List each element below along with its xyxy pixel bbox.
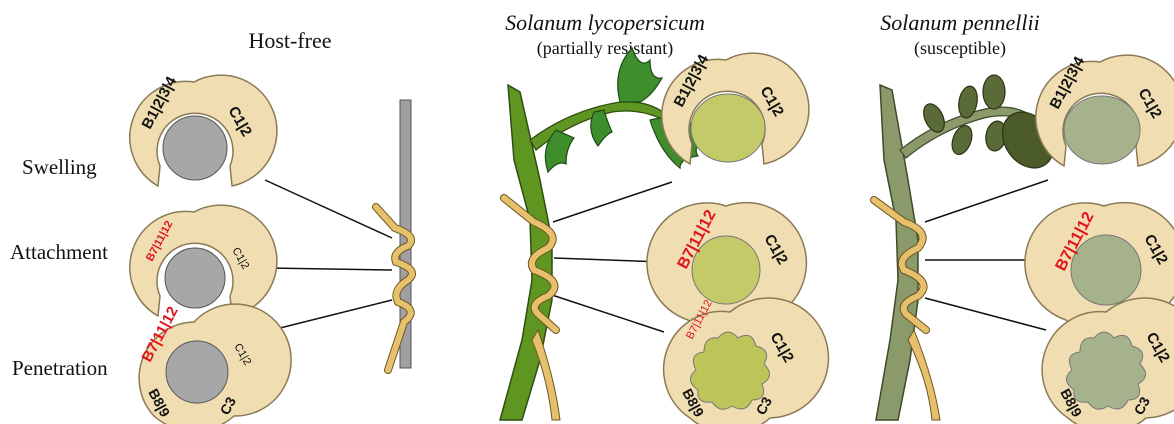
connector-line	[553, 182, 672, 222]
connector-line	[925, 180, 1048, 222]
haustorium-lycopersicum-swelling: B1|2|3|4 C1|2	[662, 51, 809, 164]
connector-line	[552, 295, 664, 332]
connector-line	[272, 300, 392, 330]
connector-line	[268, 268, 392, 270]
connector-line	[925, 298, 1046, 330]
haustorium-host-free-penetration: B7|11|12 C1|2 B8|9 C3	[139, 304, 292, 424]
haustorium-host-free-swelling: B1|2|3|4 C1|2	[130, 73, 277, 186]
haustorium-host-free-attachment: B7|11|12 C1|2	[130, 205, 277, 316]
haustorium-pennellii-swelling: B1|2|3|4 C1|2	[1036, 53, 1174, 166]
lycopersicum-stem	[500, 85, 668, 420]
